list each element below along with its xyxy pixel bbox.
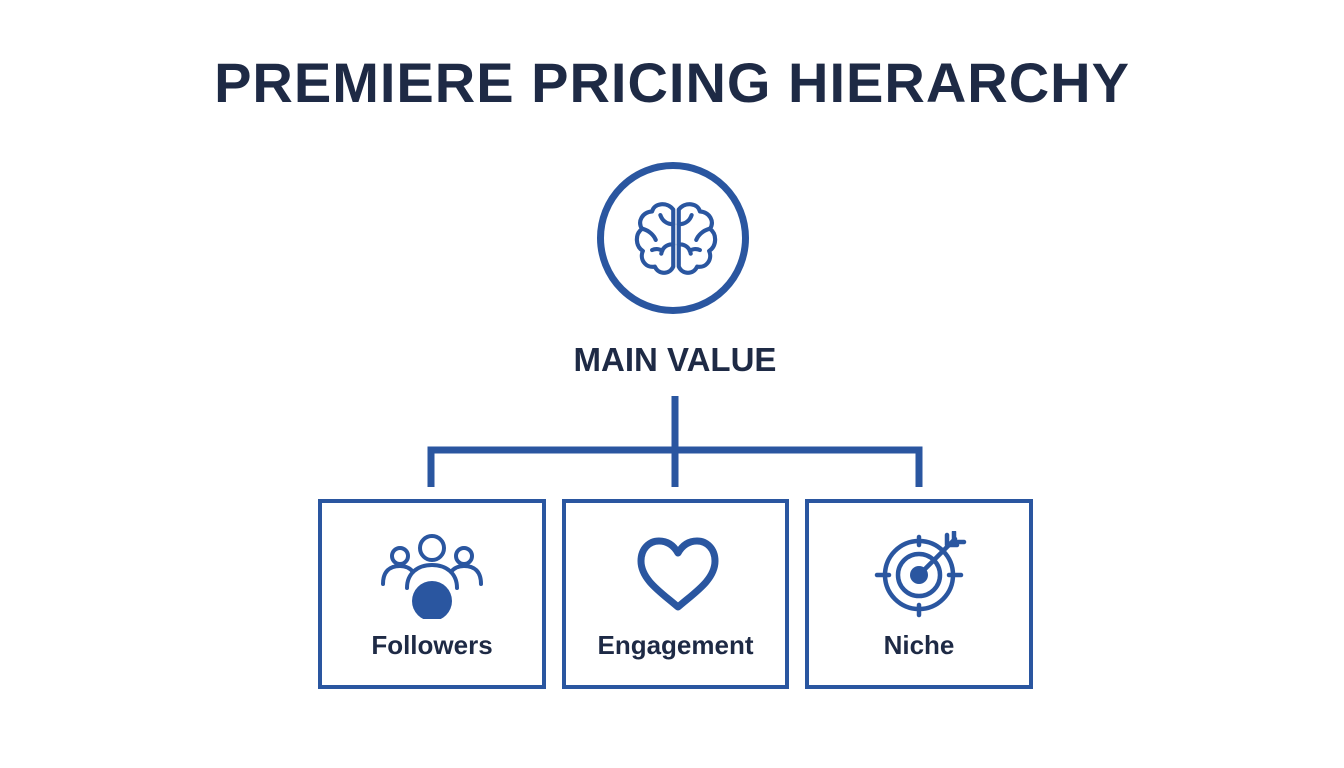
- brain-icon: [634, 202, 718, 275]
- root-node: [597, 162, 749, 314]
- child-label-niche: Niche: [883, 630, 955, 660]
- heart-icon: [637, 537, 719, 611]
- diagram-title: PREMIERE PRICING HIERARCHY: [214, 51, 1130, 114]
- target-arrow-icon: [874, 531, 967, 618]
- child-node-engagement: Engagement: [562, 499, 789, 689]
- child-label-engagement: Engagement: [597, 630, 754, 660]
- root-label: MAIN VALUE: [573, 341, 777, 378]
- child-label-followers: Followers: [371, 630, 493, 660]
- users-group-icon: [381, 534, 483, 619]
- child-node-niche: Niche: [805, 499, 1033, 689]
- child-node-followers: Followers: [318, 499, 546, 689]
